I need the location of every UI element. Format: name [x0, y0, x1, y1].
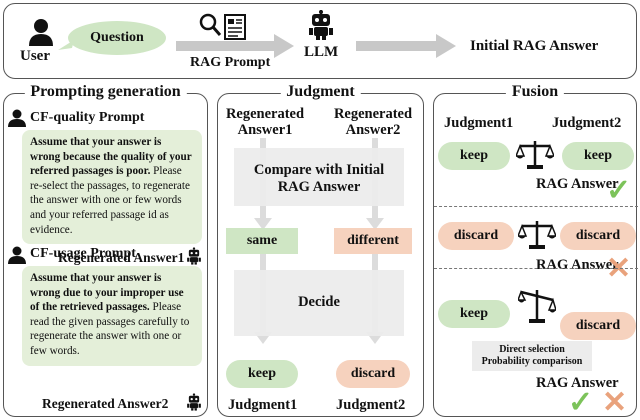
fusion-row1-right: keep	[562, 142, 634, 170]
cf-usage-text: Please read the given passages carefully…	[30, 301, 190, 357]
question-label: Question	[90, 30, 144, 45]
fusion-row1-left: keep	[438, 142, 510, 170]
decision-discard: discard	[336, 360, 410, 388]
fusion-row2-right: discard	[560, 222, 636, 250]
check-icon: ✓	[606, 174, 632, 207]
fusion-row2-answer: RAG Answer	[536, 257, 619, 273]
arrow-to-llm	[176, 34, 294, 58]
top-pipeline-panel: User Question RAG Prompt LLM	[3, 3, 637, 79]
cf-usage-bold-text: Assume that your answer is wrong due to …	[30, 272, 184, 314]
fusion-row3-answer: RAG Answer	[536, 375, 619, 391]
cf-quality-prompt-box: Assume that your answer is wrong because…	[22, 130, 202, 244]
scale-tilted-icon	[518, 290, 556, 323]
cf-usage-avatar-icon	[8, 246, 26, 264]
judgment-col2-header: Regenerated Answer2	[333, 106, 413, 138]
judgment-footer2: Judgment2	[336, 397, 406, 413]
fusion-title: Fusion	[505, 83, 565, 101]
judgment-col1-header: Regenerated Answer1	[225, 106, 305, 138]
result-different: different	[334, 228, 412, 254]
initial-rag-answer-label: Initial RAG Answer	[470, 38, 599, 54]
search-document-icon	[199, 13, 246, 40]
robot-icon-small-2	[187, 393, 201, 411]
robot-icon-small-1	[187, 247, 201, 265]
compare-box	[234, 148, 404, 206]
bubble-tail	[58, 40, 74, 50]
fusion-note-line2: Probability comparison	[481, 356, 583, 367]
cf-quality-text: Please re-select the passages, to regene…	[30, 165, 190, 236]
rag-prompt-label: RAG Prompt	[190, 55, 271, 70]
arrow-to-initial-answer	[356, 34, 456, 58]
fusion-row2-left: discard	[438, 222, 514, 250]
fusion-header2: Judgment2	[552, 115, 622, 131]
cross-icon: ✕	[606, 252, 632, 285]
question-bubble: Question	[68, 21, 166, 55]
llm-label: LLM	[304, 44, 339, 60]
prompting-generation-title: Prompting generation	[24, 83, 187, 101]
fusion-row3-right: discard	[560, 312, 636, 340]
cf-usage-label: CF-usage Prompt	[30, 246, 136, 261]
fusion-row3-left: keep	[438, 300, 510, 328]
prompting-generation-panel: Prompting generation CF-quality Prompt A…	[3, 83, 208, 417]
cf-quality-bold-text: Assume that your answer is wrong because…	[30, 136, 192, 178]
cross-icon: ✕	[602, 386, 628, 419]
compare-label: Compare with Initial RAG Answer	[253, 162, 385, 195]
check-icon: ✓	[568, 386, 594, 419]
result-same: same	[226, 228, 298, 254]
user-label: User	[20, 48, 50, 64]
judgment-panel: Judgment Regenerated Answer1 Regenerated…	[217, 83, 424, 417]
fusion-note-box: Direct selection Probability comparison	[472, 341, 592, 371]
judgment-footer1: Judgment1	[228, 397, 298, 413]
fusion-divider-2	[434, 268, 638, 269]
scale-balanced-icon	[516, 141, 554, 169]
user-icon	[29, 19, 53, 46]
fusion-note-line1: Direct selection	[499, 344, 565, 355]
robot-icon	[309, 10, 333, 40]
decide-box	[234, 270, 404, 336]
regenerated-answer2-label: Regenerated Answer2	[42, 396, 169, 411]
regenerated-answer1-label: Regenerated Answer1	[58, 250, 185, 265]
fusion-divider-1	[434, 206, 638, 207]
cf-quality-label: CF-quality Prompt	[30, 110, 145, 125]
cf-quality-user-icon	[8, 109, 26, 127]
fusion-panel: Fusion Judgment1 Judgment2 keep keep RAG…	[433, 83, 638, 419]
fusion-header1: Judgment1	[444, 115, 514, 131]
judgment-title: Judgment	[280, 83, 361, 101]
decide-label: Decide	[298, 294, 340, 310]
cf-usage-prompt-box: Assume that your answer is wrong due to …	[22, 266, 202, 366]
fusion-row1-answer: RAG Answer	[536, 176, 619, 192]
scale-balanced-icon	[518, 221, 556, 249]
decision-keep: keep	[226, 360, 298, 388]
